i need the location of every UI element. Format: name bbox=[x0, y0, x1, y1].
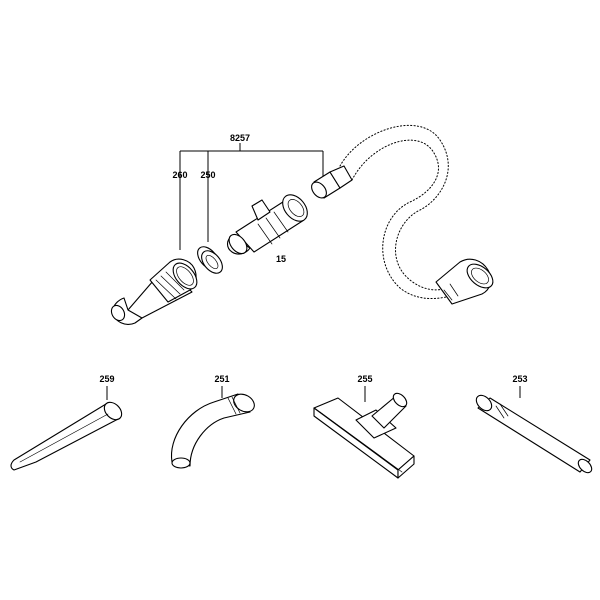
label-255: 255 bbox=[357, 374, 372, 384]
hose-coupling-lower bbox=[435, 258, 494, 305]
part-260-adapter bbox=[110, 258, 198, 325]
label-260: 260 bbox=[172, 170, 187, 180]
part-253-straight-tube bbox=[475, 386, 593, 474]
part-15-handle bbox=[226, 194, 308, 255]
label-15: 15 bbox=[276, 254, 286, 264]
label-8257: 8257 bbox=[230, 133, 250, 143]
label-259: 259 bbox=[99, 374, 114, 384]
flexible-hose bbox=[339, 124, 471, 300]
part-250-ring bbox=[197, 246, 223, 274]
part-255-floor-nozzle bbox=[313, 386, 415, 479]
part-251-bent-tube bbox=[170, 386, 255, 469]
label-253: 253 bbox=[512, 374, 527, 384]
label-250: 250 bbox=[200, 170, 215, 180]
label-251: 251 bbox=[214, 374, 229, 384]
part-259-crevice-tool bbox=[10, 386, 123, 471]
kit-bracket bbox=[179, 143, 324, 250]
hose-coupling-upper bbox=[311, 165, 353, 199]
